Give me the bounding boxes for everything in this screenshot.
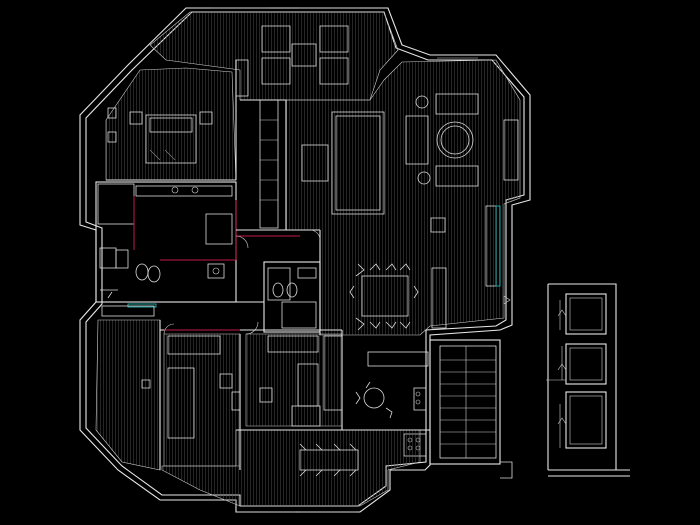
bathroom-center [263, 261, 321, 333]
staircase [429, 339, 513, 479]
door-swings [163, 229, 511, 335]
bottom-terrace [161, 429, 421, 513]
bedroom-upper-left [105, 60, 237, 181]
wardrobe-column [235, 59, 279, 229]
side-section-detail [546, 283, 630, 477]
dining-area [349, 263, 447, 331]
living-room [285, 57, 521, 336]
interior-partitions [160, 99, 430, 431]
top-balcony [149, 7, 399, 101]
bathrooms [95, 181, 300, 308]
bedroom-lower-right [245, 333, 343, 427]
bedroom-lower-left [95, 305, 161, 471]
bedroom-lower-middle [163, 333, 241, 470]
